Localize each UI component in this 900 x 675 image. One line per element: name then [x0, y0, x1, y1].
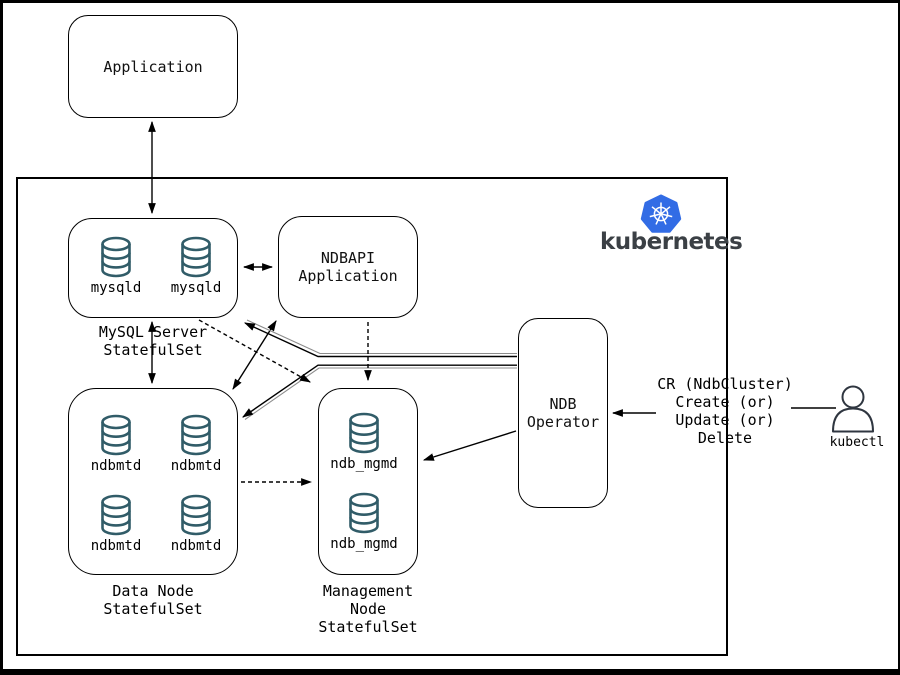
ndb-operator-box: NDB Operator: [518, 318, 608, 508]
ndb-mgmd-pod-2: ndb_mgmd: [326, 492, 402, 552]
database-cylinder-icon: [176, 494, 216, 536]
database-cylinder-icon: [344, 412, 384, 454]
pod-label: mysqld: [90, 280, 142, 296]
kubernetes-logo-icon: [640, 194, 682, 233]
ndbmtd-pod-2: ndbmtd: [158, 414, 234, 474]
pod-label: ndbmtd: [90, 538, 142, 554]
cr-ndbcluster-note: CR (NdbCluster) Create (or) Update (or) …: [657, 375, 793, 447]
management-node-statefulset-caption: Management Node StatefulSet: [318, 582, 418, 636]
ndbmtd-pod-3: ndbmtd: [78, 494, 154, 554]
application-label: Application: [103, 57, 203, 76]
data-node-statefulset-caption: Data Node StatefulSet: [103, 582, 203, 618]
user-icon: [832, 385, 874, 433]
pod-label: ndbmtd: [170, 458, 222, 474]
ndbmtd-pod-1: ndbmtd: [78, 414, 154, 474]
database-cylinder-icon: [344, 492, 384, 534]
frame-border-right: [898, 0, 900, 675]
mysqld-pod-2: mysqld: [158, 236, 234, 296]
pod-label: ndbmtd: [170, 538, 222, 554]
mysql-statefulset-caption: MySQL Server StatefulSet: [98, 323, 208, 359]
pod-label: ndbmtd: [90, 458, 142, 474]
kubectl-label: kubectl: [829, 435, 885, 450]
ndbapi-application-box: NDBAPI Application: [278, 216, 418, 318]
database-cylinder-icon: [96, 414, 136, 456]
mysqld-pod-1: mysqld: [78, 236, 154, 296]
ndbapi-application-label: NDBAPI Application: [298, 249, 398, 285]
database-cylinder-icon: [176, 414, 216, 456]
ndbmtd-pod-4: ndbmtd: [158, 494, 234, 554]
kubernetes-cluster-boundary: [16, 177, 728, 656]
frame-border-top: [0, 0, 900, 3]
database-cylinder-icon: [96, 236, 136, 278]
application-box: Application: [68, 15, 238, 118]
database-cylinder-icon: [176, 236, 216, 278]
pod-label: mysqld: [170, 280, 222, 296]
database-cylinder-icon: [96, 494, 136, 536]
kubernetes-wordmark: kubernetes: [600, 229, 743, 255]
frame-border-bottom: [0, 669, 900, 675]
frame-border-left: [0, 0, 3, 675]
pod-label: ndb_mgmd: [330, 536, 398, 552]
ndb-mgmd-pod-1: ndb_mgmd: [326, 412, 402, 472]
ndb-operator-label: NDB Operator: [526, 395, 600, 431]
pod-label: ndb_mgmd: [330, 456, 398, 472]
